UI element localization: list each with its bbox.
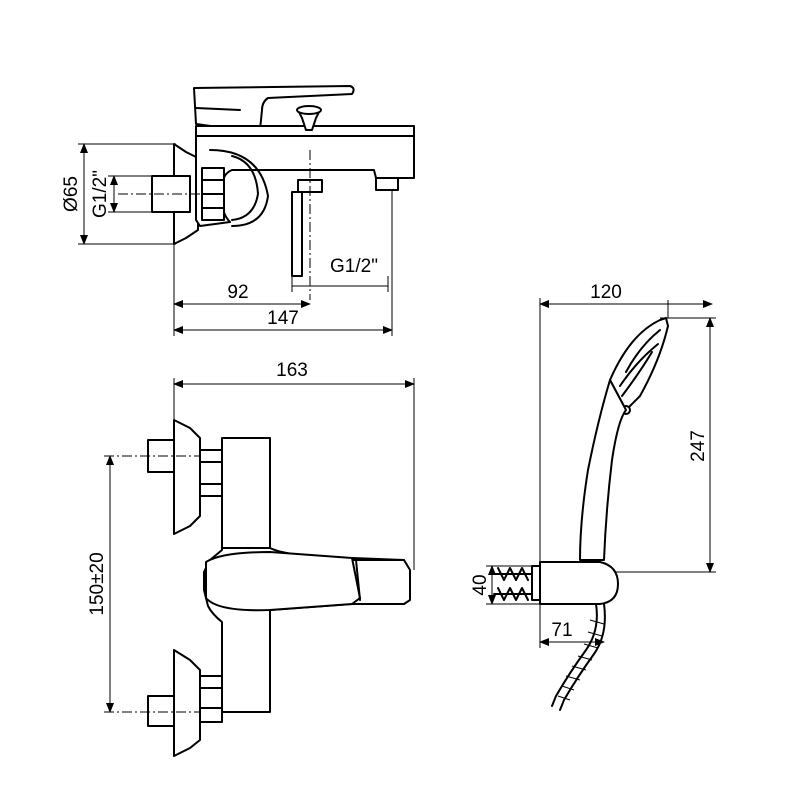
dim-holder-height: 40 xyxy=(470,574,491,595)
dim-length: 247 xyxy=(688,430,709,462)
dim-total-depth: 147 xyxy=(267,308,299,329)
dim-inlet-thread: G1/2" xyxy=(90,170,111,218)
hand-shower-view: 120 247 40 71 xyxy=(470,282,716,711)
side-view: Ø65 G1/2" G1/2" 92 147 xyxy=(61,85,415,336)
dim-inlet-spacing: 150±20 xyxy=(87,552,108,615)
dim-head-width: 120 xyxy=(590,282,622,303)
front-view: 163 150±20 xyxy=(87,360,415,757)
dim-total-width: 163 xyxy=(276,360,308,381)
dim-holder-depth: 71 xyxy=(551,620,572,641)
dim-outlet-thread: G1/2" xyxy=(330,256,378,277)
dim-to-outlet: 92 xyxy=(227,282,248,303)
dim-diameter: Ø65 xyxy=(61,176,82,212)
